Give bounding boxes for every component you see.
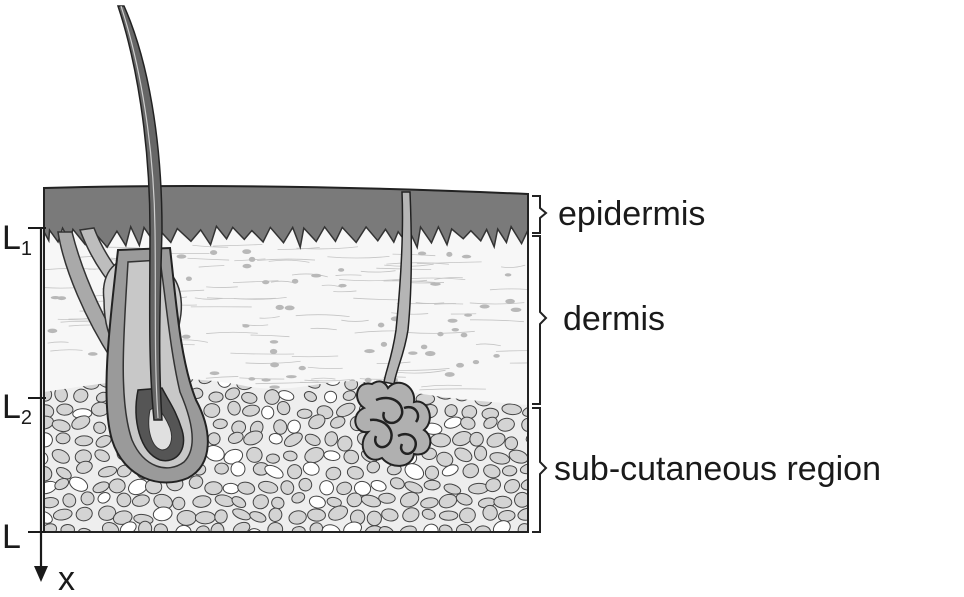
label-epidermis: epidermis — [558, 195, 705, 233]
axis-arrow-icon — [34, 566, 48, 582]
hair-shaft — [116, 5, 163, 421]
level-l2-label: L2 — [2, 388, 32, 429]
sweat-gland-coil — [354, 380, 432, 467]
tissue-outline — [43, 185, 529, 533]
bracket-epidermis — [532, 195, 548, 234]
bracket-dermis — [532, 235, 548, 405]
sweat-gland — [354, 191, 432, 467]
layer-brackets — [532, 195, 548, 533]
level-l1-label: L1 — [2, 219, 32, 260]
label-subcutaneous: sub-cutaneous region — [554, 450, 881, 488]
bracket-subcutaneous — [532, 407, 548, 533]
depth-axis: L1 L2 L x — [2, 219, 75, 597]
level-l-label: L — [2, 518, 21, 556]
label-dermis: dermis — [563, 300, 665, 338]
depth-variable-label: x — [58, 560, 75, 597]
